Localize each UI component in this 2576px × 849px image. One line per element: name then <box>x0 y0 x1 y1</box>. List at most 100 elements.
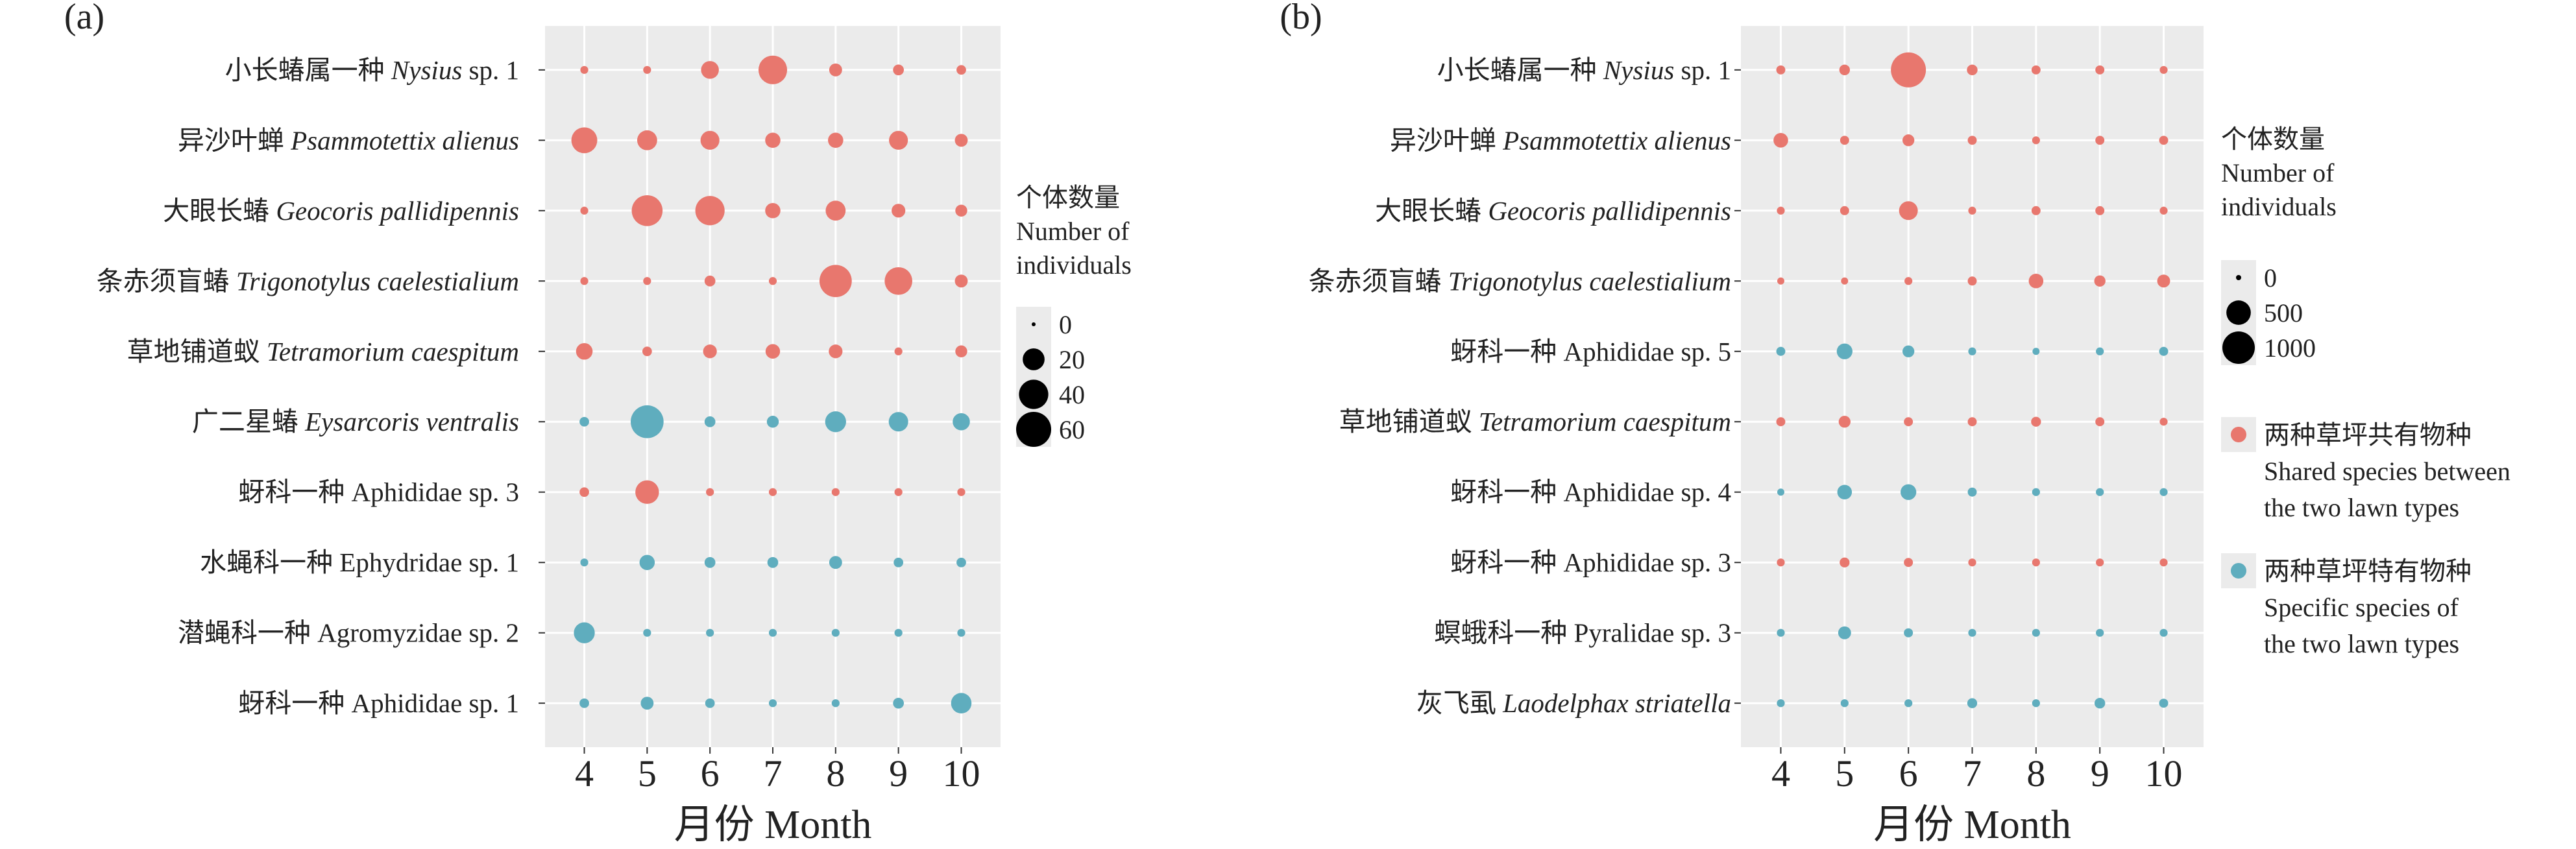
data-point <box>829 63 842 77</box>
data-point <box>894 347 903 355</box>
y-tick-label: 异沙叶蝉 Psammotettix alienus <box>178 125 519 155</box>
legend-title-cn: 个体数量 <box>1016 183 1120 212</box>
legend-key-point <box>1023 348 1045 370</box>
data-point <box>704 416 716 427</box>
data-point <box>637 130 657 150</box>
data-point <box>1967 276 1977 286</box>
legend-key-point <box>2222 331 2255 364</box>
data-point <box>956 65 966 75</box>
x-tick-label: 9 <box>889 752 908 795</box>
data-point <box>1840 699 1849 708</box>
legend-title-en: Number of <box>1016 217 1130 246</box>
y-tick-label: 蚜科一种 Aphididae sp. 3 <box>238 477 519 507</box>
legend-title-en: individuals <box>1016 250 1132 280</box>
data-point <box>1777 628 1785 637</box>
panel-label: (a) <box>64 0 104 37</box>
x-tick-label: 7 <box>764 752 783 795</box>
data-point <box>640 697 654 710</box>
data-point <box>2096 558 2104 567</box>
legend-key-label: 40 <box>1059 380 1085 409</box>
data-point <box>831 628 840 637</box>
data-point <box>1899 201 1918 221</box>
legend-key-point <box>1019 379 1049 409</box>
data-point <box>580 66 589 74</box>
data-point <box>704 275 716 287</box>
x-tick-label: 7 <box>1963 752 1982 795</box>
data-point <box>825 200 846 221</box>
y-tick-label: 条赤须盲蝽 Trigonotylus caelestialium <box>97 266 519 296</box>
y-tick-label: 灰飞虱 Laodelphax striatella <box>1416 688 1731 718</box>
data-point <box>1840 136 1849 145</box>
data-point <box>829 344 843 359</box>
data-point <box>1904 277 1913 285</box>
data-point <box>1891 52 1926 88</box>
data-point <box>2032 699 2040 708</box>
data-point <box>953 413 970 431</box>
legend-key-point <box>2226 300 2251 325</box>
legend-key-label: 0 <box>2264 263 2277 293</box>
legend-key-label: 60 <box>1059 415 1085 444</box>
data-point <box>580 206 589 215</box>
legend-key-point <box>1016 412 1051 447</box>
data-point <box>2031 416 2041 427</box>
data-point <box>1968 206 1976 215</box>
data-point <box>1777 558 1785 567</box>
data-point <box>579 416 589 427</box>
data-point <box>642 346 652 357</box>
x-tick-label: 6 <box>1899 752 1918 795</box>
x-tick-label: 4 <box>575 752 594 795</box>
data-point <box>894 628 903 637</box>
x-tick-label: 10 <box>942 752 980 795</box>
x-tick-label: 8 <box>2026 752 2045 795</box>
data-point <box>831 699 840 708</box>
data-point <box>1904 699 1913 708</box>
legend-color-label-en: the two lawn types <box>2264 629 2459 658</box>
x-tick-label: 10 <box>2145 752 2183 795</box>
data-point <box>1967 487 1977 497</box>
y-tick-label: 条赤须盲蝽 Trigonotylus caelestialium <box>1309 266 1731 296</box>
data-point <box>635 480 659 504</box>
data-point <box>700 130 720 150</box>
data-point <box>706 488 714 496</box>
y-tick-label: 水蝇科一种 Ephydridae sp. 1 <box>200 547 519 577</box>
legend-key-label: 1000 <box>2264 333 2316 363</box>
data-point <box>956 557 966 568</box>
data-point <box>828 132 844 149</box>
y-tick-label: 蚜科一种 Aphididae sp. 1 <box>238 688 519 718</box>
y-tick-label: 广二星蝽 Eysarcoris ventralis <box>192 407 519 436</box>
data-point <box>893 697 905 709</box>
data-point <box>1904 628 1914 638</box>
data-point <box>758 55 788 84</box>
data-point <box>704 556 716 568</box>
data-point <box>1902 345 1915 357</box>
data-point <box>951 693 972 713</box>
legend-key-label: 500 <box>2264 298 2303 328</box>
data-point <box>831 488 840 496</box>
data-point <box>2157 274 2170 288</box>
y-tick-label: 小长蝽属一种 Nysius sp. 1 <box>1437 55 1731 85</box>
data-point <box>768 699 777 708</box>
data-point <box>2096 488 2104 496</box>
legend-color-point <box>2231 563 2246 579</box>
y-tick-label: 潜蝇科一种 Agromyzidae sp. 2 <box>178 618 519 648</box>
data-point <box>1967 417 1977 427</box>
data-point <box>1837 484 1853 500</box>
data-point <box>1776 346 1786 356</box>
data-point <box>1904 417 1914 427</box>
data-point <box>1777 699 1785 708</box>
data-point <box>955 204 967 217</box>
data-point <box>1838 626 1851 640</box>
data-point <box>2159 488 2168 496</box>
data-point <box>2032 558 2040 567</box>
data-point <box>1968 628 1976 637</box>
legend-key-label: 20 <box>1059 345 1085 374</box>
data-point <box>768 628 777 637</box>
data-point <box>768 488 777 496</box>
data-point <box>765 132 781 149</box>
data-point <box>2031 65 2041 75</box>
data-point <box>576 342 593 360</box>
data-point <box>2094 697 2106 709</box>
data-point <box>643 277 651 285</box>
